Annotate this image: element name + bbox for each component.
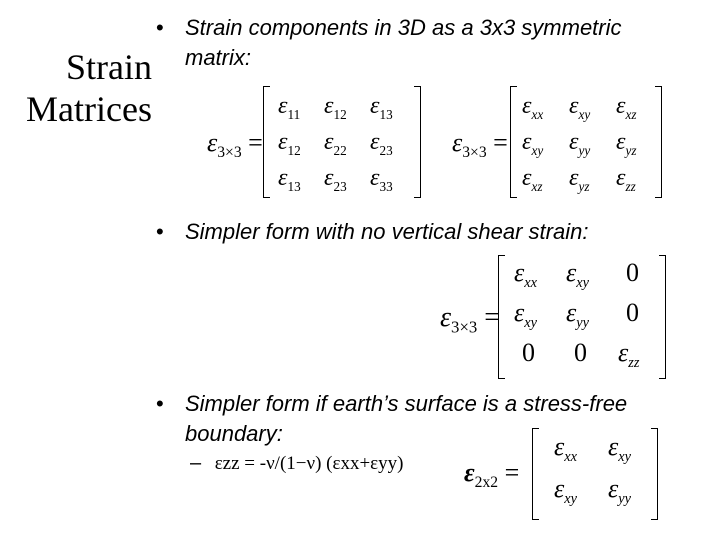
bullet-2-text: Simpler form with no vertical shear stra… [185, 219, 589, 244]
matrix-numeric-lhs: ε3×3 = [207, 128, 263, 162]
matrix_numeric-cell-0-2: ε13 [370, 93, 393, 122]
bullet-2: • Simpler form with no vertical shear st… [156, 218, 696, 248]
matrix_numeric-cell-1-0: ε12 [278, 129, 301, 158]
bullet-1-line-2: matrix: [185, 45, 251, 70]
matrix_2d-cell-1-0: εxy [554, 474, 577, 508]
matrix_symbolic-cell-2-1: εyz [569, 165, 590, 194]
bullet-3: • Simpler form if earth’s surface is a s… [156, 390, 696, 450]
matrix-reduced-lhs: ε3×3 = [440, 302, 501, 337]
matrix_symbolic-cell-2-0: εxz [522, 165, 543, 194]
matrix_numeric-cell-2-0: ε13 [278, 165, 301, 194]
bullet-marker: • [156, 219, 164, 244]
bullet-1-line-1: Strain components in 3D as a 3x3 symmetr… [185, 15, 622, 40]
matrix_reduced-cell-2-2: εzz [618, 338, 640, 372]
matrix_numeric-cell-1-1: ε22 [324, 129, 347, 158]
slide-title: Strain Matrices [10, 46, 152, 130]
matrix_2d-cell-0-0: εxx [554, 432, 577, 466]
matrix_symbolic-cell-2-2: εzz [616, 165, 636, 194]
sub-bullet-marker: – [190, 452, 202, 474]
matrix-2d-lhs: ε2x2 = [464, 458, 520, 492]
matrix_reduced-cell-0-2: 0 [626, 258, 639, 287]
matrix-symbolic [510, 86, 662, 198]
sub-bullet: – εzz = -ν/(1−ν) (εxx+εyy) [190, 450, 403, 477]
matrix_reduced-cell-1-2: 0 [626, 298, 639, 327]
matrix_reduced-cell-1-0: εxy [514, 298, 537, 332]
matrix_symbolic-cell-1-2: εyz [616, 129, 637, 158]
matrix_reduced-cell-1-1: εyy [566, 298, 589, 332]
matrix_2d-cell-1-1: εyy [608, 474, 631, 508]
matrix_symbolic-cell-0-1: εxy [569, 93, 591, 122]
matrix_numeric-cell-2-2: ε33 [370, 165, 393, 194]
matrix_2d-cell-0-1: εxy [608, 432, 631, 466]
matrix_symbolic-cell-0-0: εxx [522, 93, 544, 122]
matrix_symbolic-cell-1-1: εyy [569, 129, 591, 158]
bullet-marker: • [156, 391, 164, 416]
title-line-1: Strain [66, 47, 152, 87]
matrix-2d [532, 428, 658, 520]
matrix_numeric-cell-0-1: ε12 [324, 93, 347, 122]
matrix_numeric-cell-1-2: ε23 [370, 129, 393, 158]
matrix_symbolic-cell-1-0: εxy [522, 129, 544, 158]
bullet-marker: • [156, 15, 164, 40]
matrix_numeric-cell-0-0: ε11 [278, 93, 301, 122]
bullet-3-line-1: Simpler form if earth’s surface is a str… [185, 391, 628, 416]
matrix-reduced [498, 255, 666, 379]
matrix-numeric [263, 86, 421, 198]
bullet-1: • Strain components in 3D as a 3x3 symme… [156, 14, 696, 74]
matrix_reduced-cell-0-0: εxx [514, 258, 537, 292]
title-line-2: Matrices [26, 89, 152, 129]
matrix_reduced-cell-2-0: 0 [522, 338, 535, 367]
matrix_reduced-cell-2-1: 0 [574, 338, 587, 367]
bullet-3-line-2: boundary: [185, 421, 283, 446]
matrix_symbolic-cell-0-2: εxz [616, 93, 637, 122]
ezz-equation: εzz = -ν/(1−ν) (εxx+εyy) [214, 453, 404, 474]
matrix_reduced-cell-0-1: εxy [566, 258, 589, 292]
matrix_numeric-cell-2-1: ε23 [324, 165, 347, 194]
matrix-symbolic-lhs: ε3×3 = [452, 128, 508, 162]
